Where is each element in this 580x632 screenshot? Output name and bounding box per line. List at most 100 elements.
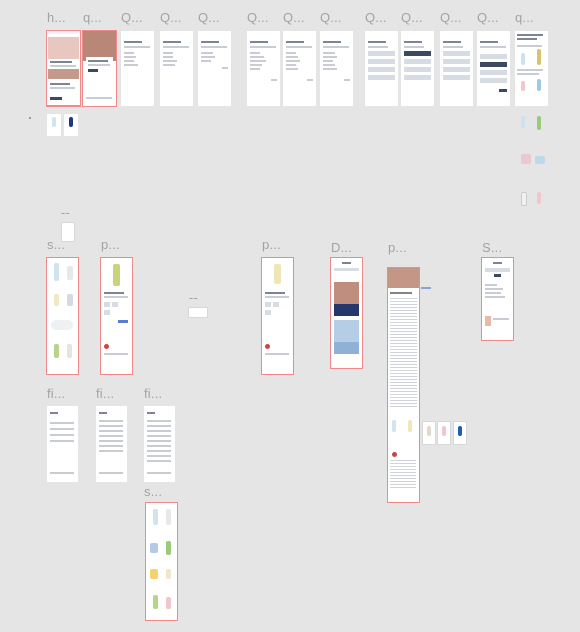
option-5[interactable] <box>286 68 298 70</box>
filter-row[interactable] <box>147 440 171 442</box>
answer-card-2[interactable] <box>368 59 395 64</box>
option-3[interactable] <box>323 60 333 62</box>
variant-1[interactable] <box>265 302 271 307</box>
question-frame-7[interactable] <box>365 31 398 106</box>
result-products-row-1[interactable] <box>517 114 547 136</box>
result-products-row-2[interactable] <box>517 152 547 176</box>
answer-card-3[interactable] <box>368 67 395 72</box>
result-products-row-3[interactable] <box>517 190 547 214</box>
option-4[interactable] <box>163 64 175 66</box>
filter-row[interactable] <box>99 430 123 432</box>
next-link[interactable] <box>222 67 228 69</box>
frame-label-product[interactable]: p... <box>101 237 120 252</box>
filter-row[interactable] <box>99 425 123 427</box>
frame-label-product-2[interactable]: p... <box>262 237 281 252</box>
product-detail-frame-2[interactable] <box>261 257 294 375</box>
start-quiz-button[interactable] <box>88 69 98 72</box>
frame-label-question-8[interactable]: Q... <box>401 10 423 25</box>
product-thumb-card[interactable] <box>422 421 436 445</box>
frame-label-shop[interactable]: s... <box>47 237 66 252</box>
frame-label-quiz-result[interactable]: q... <box>515 10 534 25</box>
option-1[interactable] <box>286 52 296 54</box>
answer-card-selected[interactable] <box>404 51 431 56</box>
component-card[interactable] <box>188 307 208 318</box>
shop-frame[interactable] <box>46 257 79 375</box>
answer-card-4[interactable] <box>480 78 507 83</box>
suggestion-item[interactable] <box>485 288 503 290</box>
answer-card-4[interactable] <box>404 75 431 80</box>
option-2[interactable] <box>163 56 173 58</box>
filter-row[interactable] <box>147 435 171 437</box>
product-card-thumb-2[interactable] <box>64 114 78 136</box>
product-thumb-card[interactable] <box>453 421 467 445</box>
filter-row[interactable] <box>50 434 74 436</box>
shop-frame-2[interactable] <box>145 502 178 621</box>
filter-row[interactable] <box>99 440 123 442</box>
frame-label-shop-2[interactable]: s... <box>144 484 163 499</box>
filter-row[interactable] <box>147 450 171 452</box>
annotation-link[interactable] <box>421 287 431 289</box>
home-frame[interactable] <box>46 30 81 107</box>
filter-frame-2[interactable] <box>96 406 127 482</box>
next-link[interactable] <box>344 79 350 81</box>
frame-label-filter-3[interactable]: fi... <box>144 386 163 401</box>
option-4[interactable] <box>323 64 335 66</box>
answer-card-selected[interactable] <box>480 62 507 67</box>
option-1[interactable] <box>124 52 134 54</box>
question-frame-1[interactable] <box>121 31 154 106</box>
filter-row[interactable] <box>147 430 171 432</box>
frame-label-filter-2[interactable]: fi... <box>96 386 115 401</box>
answer-card-3[interactable] <box>480 70 507 75</box>
next-link[interactable] <box>307 79 313 81</box>
quiz-result-frame[interactable] <box>515 31 548 106</box>
post-frame[interactable] <box>387 267 420 503</box>
option-5[interactable] <box>250 68 260 70</box>
option-3[interactable] <box>286 60 300 62</box>
filter-row[interactable] <box>99 445 123 447</box>
answer-card-3[interactable] <box>443 67 470 72</box>
answer-card-1[interactable] <box>443 51 470 56</box>
filter-row[interactable] <box>147 460 171 462</box>
frame-label-question-2[interactable]: Q... <box>160 10 182 25</box>
product-detail-frame[interactable] <box>100 257 133 375</box>
frame-label-discover[interactable]: D... <box>331 240 353 255</box>
option-1[interactable] <box>163 52 173 54</box>
add-to-cart-button[interactable] <box>118 320 128 323</box>
suggestion-item[interactable] <box>485 296 505 298</box>
option-4[interactable] <box>286 64 296 66</box>
frame-label-question-5[interactable]: Q... <box>283 10 305 25</box>
search-frame[interactable] <box>481 257 514 341</box>
product-thumb-card[interactable] <box>437 421 451 445</box>
variant-3[interactable] <box>265 310 271 315</box>
option-1[interactable] <box>250 52 260 54</box>
option-2[interactable] <box>250 56 264 58</box>
answer-card-2[interactable] <box>443 59 470 64</box>
blog-tabs[interactable] <box>334 268 359 271</box>
option-2[interactable] <box>323 56 337 58</box>
frame-label-component[interactable]: -- <box>61 205 71 220</box>
answer-card-2[interactable] <box>404 59 431 64</box>
filter-row[interactable] <box>99 450 123 452</box>
answer-card-1[interactable] <box>480 54 507 59</box>
filter-row[interactable] <box>50 428 74 430</box>
option-3[interactable] <box>250 60 266 62</box>
frame-label-search[interactable]: S... <box>482 240 503 255</box>
frame-label-question-3[interactable]: Q... <box>198 10 220 25</box>
frame-label-quiz[interactable]: q... <box>83 10 102 25</box>
product-card-thumb-1[interactable] <box>47 114 61 136</box>
question-frame-9[interactable] <box>440 31 473 106</box>
question-frame-8[interactable] <box>401 31 434 106</box>
question-frame-2[interactable] <box>160 31 193 106</box>
frame-label-question-4[interactable]: Q... <box>247 10 269 25</box>
filter-row[interactable] <box>147 455 171 457</box>
variant-2[interactable] <box>112 302 118 307</box>
option-3[interactable] <box>163 60 177 62</box>
option-5[interactable] <box>323 68 337 70</box>
suggestion-item[interactable] <box>485 292 501 294</box>
filter-row[interactable] <box>50 422 74 424</box>
question-frame-3[interactable] <box>198 31 231 106</box>
answer-card-4[interactable] <box>443 75 470 80</box>
frame-label-question-9[interactable]: Q... <box>440 10 462 25</box>
option-1[interactable] <box>201 52 213 54</box>
